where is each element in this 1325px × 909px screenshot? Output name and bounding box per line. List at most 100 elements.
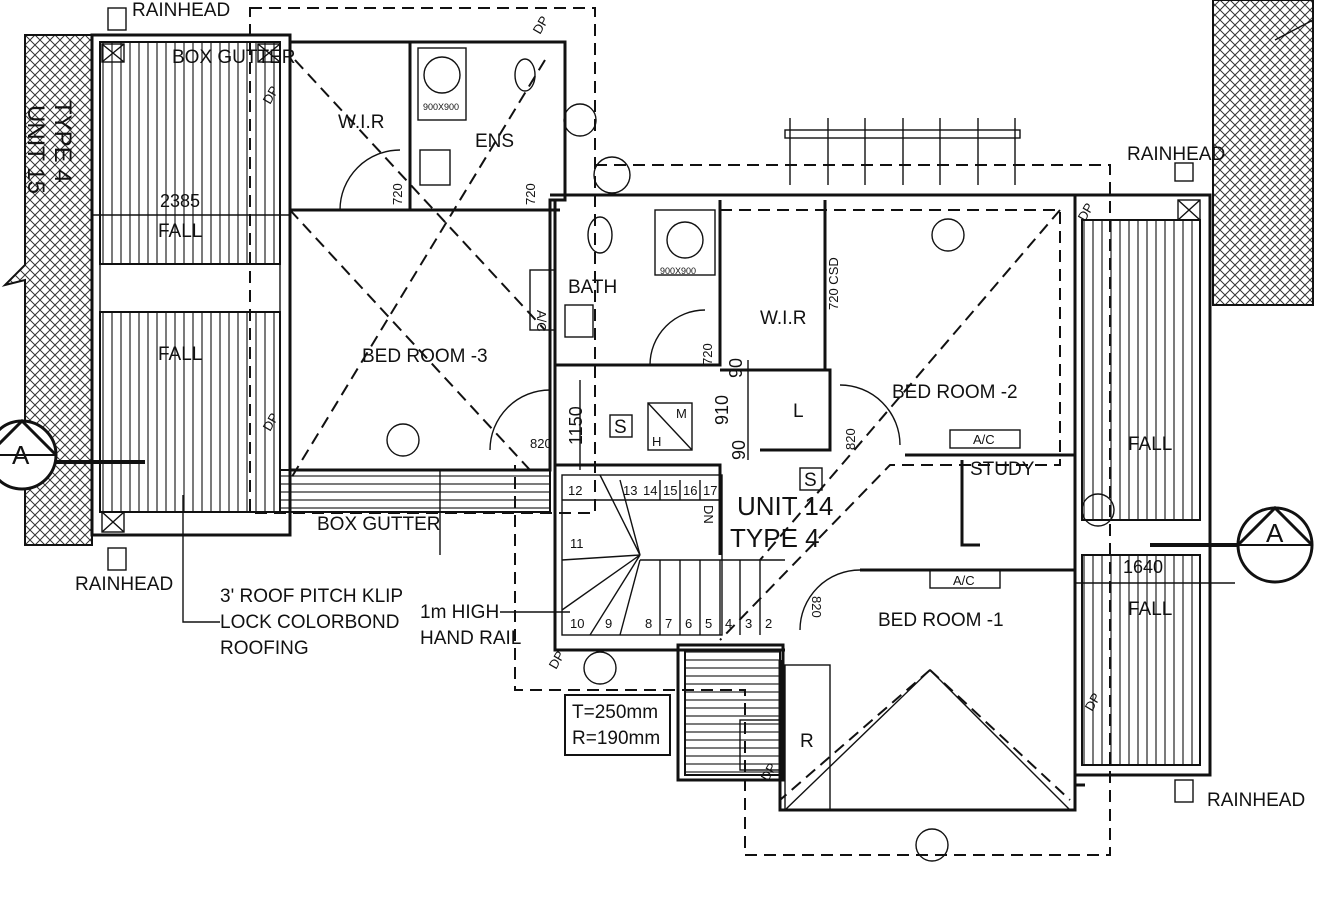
- ac-label-3: A/C: [953, 573, 975, 588]
- fall-3: FALL: [1128, 434, 1172, 455]
- room-wir-1: W.I.R: [338, 112, 384, 133]
- dim-820-b: 820: [843, 428, 858, 450]
- type-side: TYPE 4: [49, 100, 76, 183]
- stair-12: 12: [568, 483, 582, 498]
- ac-unit-bed1: [929, 569, 1001, 589]
- rainhead-top: RAINHEAD: [132, 0, 230, 21]
- roof-right-bottom: [1081, 554, 1201, 766]
- door-bed1: [799, 569, 861, 631]
- section-marker-left: [0, 418, 145, 491]
- ac-unit-bed2: [949, 429, 1021, 449]
- neighbour-right: [1212, 0, 1314, 306]
- dim-2385: 2385: [160, 191, 200, 211]
- dim-720-b: 720: [523, 183, 538, 205]
- rail-note-1: 1m HIGH: [420, 602, 499, 623]
- room-study: STUDY: [970, 459, 1035, 480]
- stair-13: 13: [623, 483, 637, 498]
- stair-5: 5: [705, 616, 712, 631]
- stair-6: 6: [685, 616, 692, 631]
- dim-820-a: 820: [530, 436, 552, 451]
- stair-7: 7: [665, 616, 672, 631]
- door-bed2: [839, 384, 901, 446]
- roof-right-top: [1081, 219, 1201, 521]
- roof-left-top: [99, 41, 281, 265]
- room-bed3: BED ROOM -3: [362, 346, 488, 367]
- csd-label: 720 CSD: [826, 257, 841, 310]
- stair-dn: DN: [701, 505, 716, 524]
- hip-lines-2: [719, 209, 1071, 801]
- toilet-ens: [514, 58, 536, 92]
- roof-left-bottom: [99, 311, 281, 513]
- pergola: [784, 118, 1021, 185]
- toilet-bath: [587, 216, 613, 254]
- smoke-box-2: [799, 467, 823, 491]
- gutter-boxes: [101, 43, 281, 533]
- rail-note-2: HAND RAIL: [420, 628, 521, 649]
- dp-2: DP: [530, 13, 552, 36]
- wall-linen: [720, 368, 832, 452]
- room-bed1: BED ROOM -1: [878, 610, 1004, 631]
- meter-box: [647, 402, 693, 451]
- box-gutter-bottom-area: [279, 469, 551, 513]
- study-desk: [960, 460, 980, 547]
- ac-label-2: A/C: [973, 432, 995, 447]
- gutter-box-r1: [1177, 199, 1201, 221]
- dim-720-c: 720: [700, 343, 715, 365]
- meter-h: H: [652, 434, 661, 449]
- smoke-label-1: S: [614, 417, 627, 438]
- stair-2: 2: [765, 616, 772, 631]
- dim-720-a: 720: [390, 183, 405, 205]
- ac-unit-bath: [529, 269, 556, 331]
- door-bath: [649, 309, 706, 366]
- fall-2: FALL: [158, 344, 202, 365]
- robe-box: [784, 664, 831, 811]
- hip-bed1: [784, 669, 1071, 811]
- stair-9: 9: [605, 616, 612, 631]
- shower-bath: [654, 209, 716, 276]
- landing-wall: [555, 463, 722, 555]
- basin-ens: [419, 149, 451, 186]
- ac-label-1: A/C: [534, 310, 549, 332]
- box-gutter-bottom: BOX GUTTER: [317, 514, 441, 535]
- fall-1: FALL: [158, 221, 202, 242]
- rainhead-right: RAINHEAD: [1127, 144, 1225, 165]
- linen-label: L: [793, 401, 804, 422]
- stair-15: 15: [663, 483, 677, 498]
- door-bed3: [489, 389, 551, 451]
- stair-4: 4: [725, 616, 732, 631]
- dim-90-b: 90: [729, 440, 749, 460]
- stair-8: 8: [645, 616, 652, 631]
- stair-10: 10: [570, 616, 584, 631]
- dp-5: DP: [546, 648, 568, 671]
- stair-note-box: [564, 694, 671, 756]
- room-bath: BATH: [568, 277, 617, 298]
- stair-3: 3: [745, 616, 752, 631]
- neighbour-right-step: [1274, 19, 1314, 41]
- roof-note-2: LOCK COLORBOND: [220, 612, 399, 633]
- shower-ens: [417, 47, 467, 121]
- smoke-label-2: S: [804, 470, 817, 491]
- dim-1150: 1150: [566, 406, 586, 445]
- unit-side: UNIT 15: [22, 105, 49, 194]
- stair-note-2: R=190mm: [572, 728, 660, 749]
- basin-bath: [564, 304, 594, 338]
- entry-outline: [676, 643, 785, 782]
- stair-16: 16: [683, 483, 697, 498]
- rainhead-left: RAINHEAD: [75, 574, 173, 595]
- dim-820-c: 820: [809, 596, 824, 618]
- roof-note-1: 3' ROOF PITCH KLIP: [220, 586, 403, 607]
- stair-17: 17: [703, 483, 717, 498]
- stair-14: 14: [643, 483, 657, 498]
- dim-1640: 1640: [1123, 557, 1163, 577]
- roof-outline-dashed-2: [514, 164, 1111, 856]
- hip-lines-1: [289, 59, 546, 481]
- dim-910: 910: [712, 395, 732, 425]
- roof-note-leader: [182, 495, 220, 623]
- right-roof-outline: [1073, 193, 1212, 777]
- fall-4: FALL: [1128, 599, 1172, 620]
- roof-outline-dashed-1: [249, 7, 596, 514]
- smoke-box-1: [609, 414, 633, 438]
- roof-left-break: [99, 263, 281, 313]
- box-gutter-top: BOX GUTTER: [172, 47, 296, 68]
- wall-bath: [555, 200, 722, 367]
